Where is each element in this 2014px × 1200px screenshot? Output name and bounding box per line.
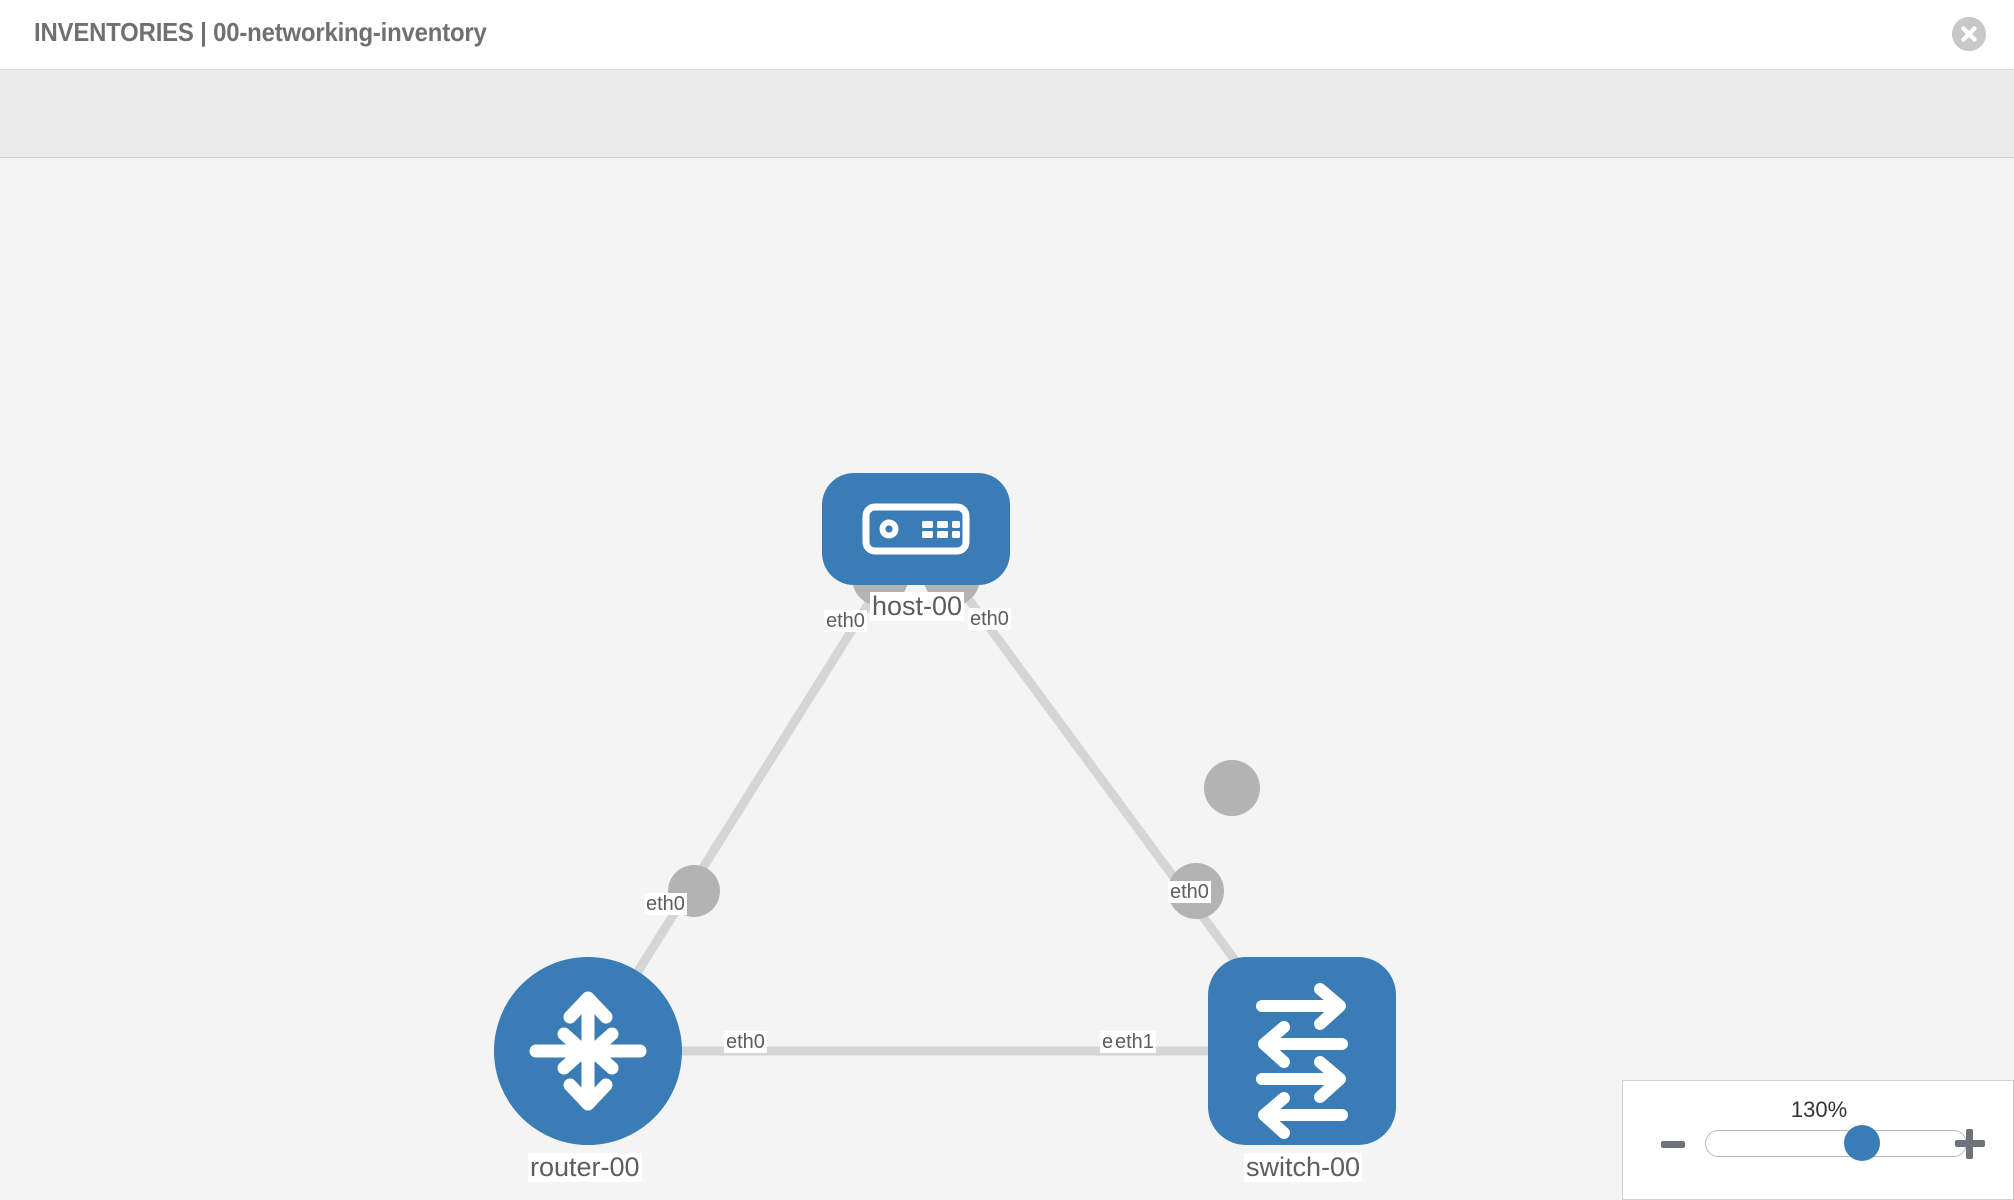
zoom-slider-thumb[interactable] [1844,1125,1881,1161]
node-router-00 [494,957,682,1145]
node-host-00 [822,473,1010,585]
port-switch-eth0-up [1204,760,1260,816]
topology-canvas[interactable]: eth0 eth0 host-00 eth0 eth0 eth0 eth eth… [0,158,2014,1200]
page-header: INVENTORIES | 00-networking-inventory [0,0,2014,70]
close-icon[interactable] [1952,17,1986,51]
node-label-router-00: router-00 [528,1152,642,1183]
port-label-router-right: eth0 [724,1031,767,1053]
topology-graph [494,473,1396,1145]
zoom-slider-track[interactable] [1705,1130,1967,1157]
node-switch-00 [1208,957,1396,1145]
node-label-switch-00: switch-00 [1244,1152,1363,1183]
plus-icon[interactable] [1955,1129,1985,1159]
node-label-host-00: host-00 [870,591,965,622]
port-label-host-left: eth0 [824,610,867,632]
page-title: INVENTORIES | 00-networking-inventory [34,17,487,47]
port-label-switch-up: eth0 [1168,881,1211,903]
port-label-host-right: eth0 [968,608,1011,630]
port-label-switch-left-b: eth1 [1113,1031,1156,1053]
zoom-control-panel: 130% [1622,1080,2014,1200]
minus-icon[interactable] [1661,1141,1685,1148]
toolbar: ACTIONS SEARCH [0,70,2014,210]
port-label-router-up: eth0 [644,893,687,915]
zoom-level-value: 130% [1790,1097,1848,1122]
